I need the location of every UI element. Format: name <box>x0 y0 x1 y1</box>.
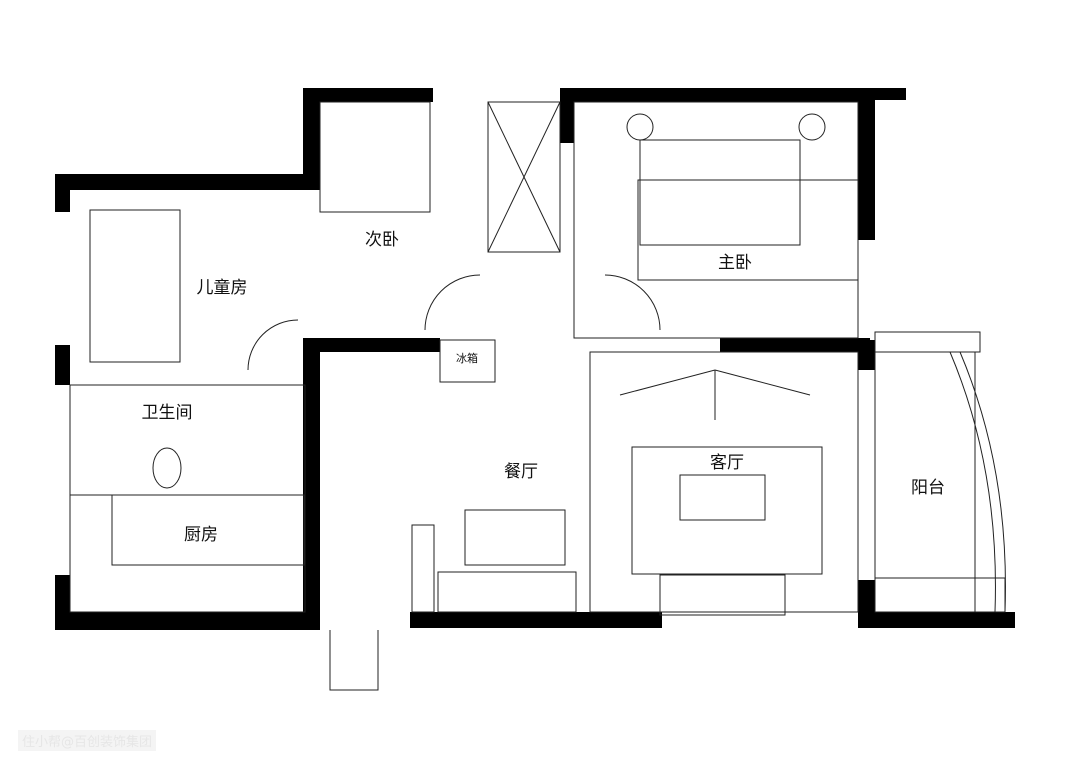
watermark: 住小帮@百创装饰集团 <box>18 730 157 751</box>
room-label-bathroom: 卫生间 <box>142 403 193 423</box>
fridge-label: 冰箱 <box>456 351 478 365</box>
interior-lines <box>69 101 1006 691</box>
room-label-kitchen: 厨房 <box>184 525 218 545</box>
room-label-living: 客厅 <box>710 453 744 473</box>
walls <box>55 88 1015 630</box>
room-label-dining: 餐厅 <box>504 462 538 482</box>
room-label-balcony: 阳台 <box>911 478 945 498</box>
room-label-kids-room: 儿童房 <box>197 278 248 298</box>
room-label-second-bedroom: 次卧 <box>365 230 399 250</box>
room-label-master-bedroom: 主卧 <box>718 253 752 273</box>
